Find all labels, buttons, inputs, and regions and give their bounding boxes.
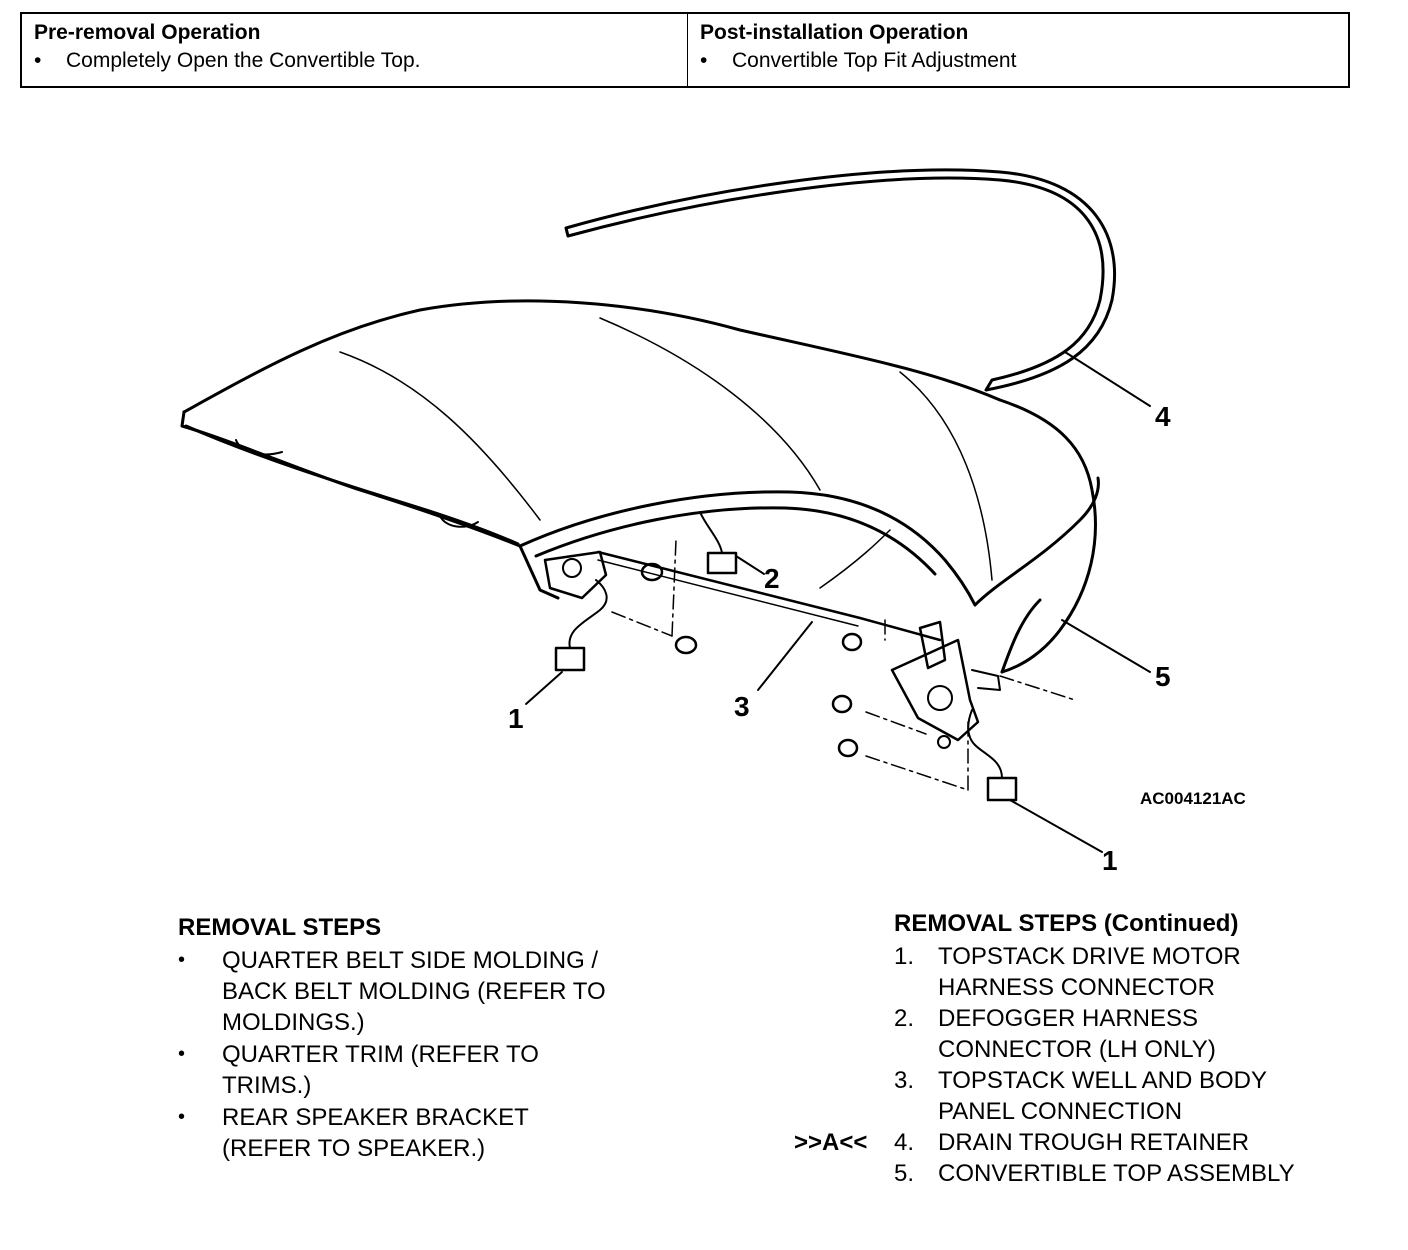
- pre-removal-item: • Completely Open the Convertible Top.: [34, 46, 675, 76]
- pre-removal-cell: Pre-removal Operation • Completely Open …: [22, 14, 688, 86]
- numbered-step-text: TOPSTACK WELL AND BODY PANEL CONNECTION: [938, 1065, 1267, 1127]
- post-installation-heading: Post-installation Operation: [700, 21, 969, 44]
- removal-steps-continued-heading: REMOVAL STEPS (Continued): [894, 910, 1239, 937]
- post-installation-item-text: Convertible Top Fit Adjustment: [732, 49, 1017, 72]
- removal-step-text: QUARTER TRIM (REFER TO TRIMS.): [222, 1039, 539, 1101]
- callout-1-right: 1: [1102, 845, 1118, 876]
- step-line: TOPSTACK WELL AND BODY: [938, 1067, 1267, 1094]
- post-installation-cell: Post-installation Operation • Convertibl…: [688, 14, 1348, 86]
- post-installation-item: • Convertible Top Fit Adjustment: [700, 46, 1336, 76]
- step-number: 3.: [894, 1067, 915, 1094]
- step-number: 1.: [894, 943, 915, 970]
- removal-step-text: REAR SPEAKER BRACKET (REFER TO SPEAKER.): [222, 1102, 529, 1164]
- callout-3: 3: [734, 691, 750, 722]
- numbered-step: 5. CONVERTIBLE TOP ASSEMBLY: [894, 1158, 1374, 1189]
- numbered-step: 3. TOPSTACK WELL AND BODY PANEL CONNECTI…: [894, 1065, 1374, 1127]
- step-line: REAR SPEAKER BRACKET: [222, 1104, 529, 1131]
- step-line: TRIMS.): [222, 1072, 312, 1099]
- step-line: HARNESS CONNECTOR: [938, 974, 1215, 1001]
- removal-steps-heading: REMOVAL STEPS: [178, 914, 382, 941]
- removal-step-item: • REAR SPEAKER BRACKET (REFER TO SPEAKER…: [178, 1102, 698, 1164]
- step-line: TOPSTACK DRIVE MOTOR: [938, 943, 1241, 970]
- pre-removal-heading: Pre-removal Operation: [34, 21, 261, 44]
- step-line: CONVERTIBLE TOP ASSEMBLY: [938, 1160, 1295, 1187]
- step-number: 2.: [894, 1005, 915, 1032]
- step-line: DEFOGGER HARNESS: [938, 1005, 1199, 1032]
- bullet: •: [178, 1043, 186, 1065]
- numbered-step-text: DRAIN TROUGH RETAINER: [938, 1127, 1249, 1158]
- callout-5: 5: [1155, 661, 1171, 692]
- convertible-top-shell: [182, 299, 1097, 674]
- step-line: MOLDINGS.): [222, 1009, 365, 1036]
- convertible-top-diagram: 4 2 5 1 3 1 AC004121AC: [180, 168, 1246, 876]
- operations-table: Pre-removal Operation • Completely Open …: [20, 12, 1350, 88]
- removal-step-item: • QUARTER TRIM (REFER TO TRIMS.): [178, 1039, 698, 1101]
- step-number: 5.: [894, 1160, 915, 1187]
- step-line: BACK BELT MOLDING (REFER TO: [222, 978, 606, 1005]
- bullet: •: [700, 49, 708, 72]
- step-number: 4.: [894, 1129, 915, 1156]
- step-line: DRAIN TROUGH RETAINER: [938, 1129, 1250, 1156]
- step-line: PANEL CONNECTION: [938, 1098, 1183, 1125]
- numbered-step: 2. DEFOGGER HARNESS CONNECTOR (LH ONLY): [894, 1003, 1374, 1065]
- step-line: QUARTER TRIM (REFER TO: [222, 1041, 539, 1068]
- numbered-step-text: TOPSTACK DRIVE MOTOR HARNESS CONNECTOR: [938, 941, 1241, 1003]
- procedure-marker: >>A<<: [794, 1129, 868, 1156]
- bullet: •: [178, 1106, 186, 1128]
- bullet: •: [34, 49, 42, 72]
- step-line: CONNECTOR (LH ONLY): [938, 1036, 1216, 1063]
- callout-2: 2: [764, 563, 780, 594]
- removal-step-item: • QUARTER BELT SIDE MOLDING / BACK BELT …: [178, 945, 698, 1038]
- numbered-step: >>A<< 4. DRAIN TROUGH RETAINER: [794, 1127, 1374, 1158]
- image-code: AC004121AC: [1140, 789, 1246, 808]
- step-line: QUARTER BELT SIDE MOLDING /: [222, 947, 599, 974]
- pre-removal-item-text: Completely Open the Convertible Top.: [66, 49, 421, 72]
- removal-steps-continued: REMOVAL STEPS (Continued) 1. TOPSTACK DR…: [794, 908, 1374, 1189]
- removal-step-text: QUARTER BELT SIDE MOLDING / BACK BELT MO…: [222, 945, 606, 1038]
- callout-4: 4: [1155, 401, 1171, 432]
- step-line: (REFER TO SPEAKER.): [222, 1135, 486, 1162]
- numbered-step-text: DEFOGGER HARNESS CONNECTOR (LH ONLY): [938, 1003, 1216, 1065]
- numbered-step: 1. TOPSTACK DRIVE MOTOR HARNESS CONNECTO…: [894, 941, 1374, 1003]
- drain-trough-retainer: [564, 168, 1117, 392]
- numbered-step-text: CONVERTIBLE TOP ASSEMBLY: [938, 1158, 1295, 1189]
- callout-1-left: 1: [508, 703, 524, 734]
- removal-steps: REMOVAL STEPS • QUARTER BELT SIDE MOLDIN…: [178, 912, 698, 1165]
- bullet: •: [178, 949, 186, 971]
